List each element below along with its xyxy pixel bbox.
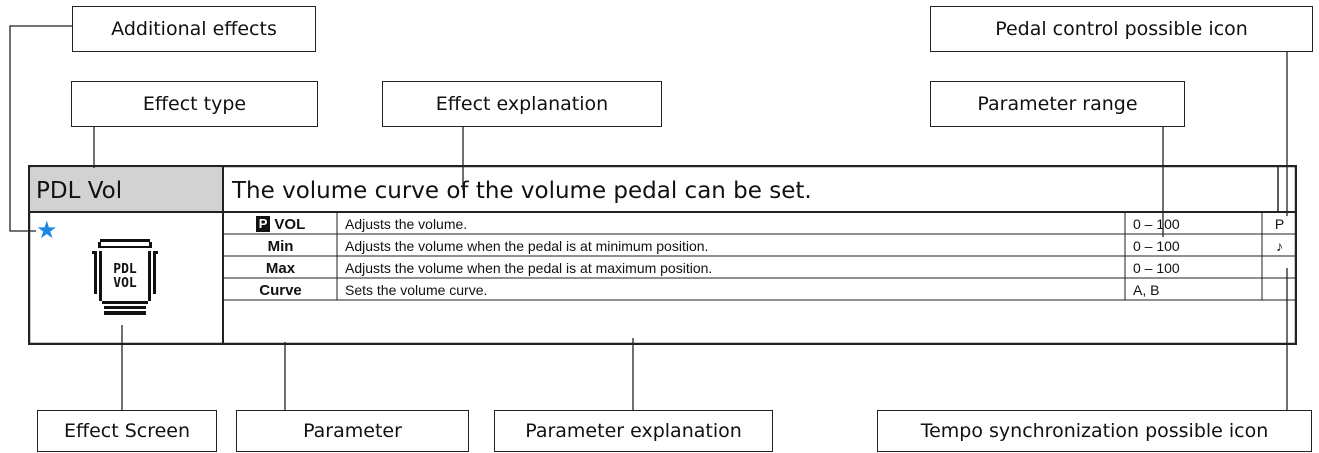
- callout-parameter: Parameter: [236, 410, 469, 452]
- callout-additional-effects: Additional effects: [72, 6, 316, 52]
- param-icon-1: ♪: [1263, 235, 1296, 257]
- param-range-2: 0 – 100: [1126, 257, 1262, 279]
- param-range-3: A, B: [1126, 279, 1262, 301]
- callout-parameter-explanation: Parameter explanation: [494, 410, 773, 452]
- effect-explanation-text: The volume curve of the volume pedal can…: [232, 177, 812, 204]
- param-name-3: Curve: [224, 279, 337, 301]
- param-range-text: 0 – 100: [1133, 216, 1180, 232]
- effect-type-name: PDL Vol: [30, 168, 222, 211]
- param-range-text: 0 – 100: [1133, 260, 1180, 276]
- param-name-1: Min: [224, 235, 337, 257]
- param-icon-text: P: [1274, 216, 1285, 232]
- param-name-text: Min: [267, 237, 294, 255]
- param-desc-0: Adjusts the volume.: [338, 213, 1125, 235]
- param-range-1: 0 – 100: [1126, 235, 1262, 257]
- pedal-badge-icon: P: [255, 216, 271, 232]
- param-desc-text: Adjusts the volume when the pedal is at …: [345, 260, 713, 276]
- connector-additional-effects: [9, 25, 72, 232]
- param-range-text: A, B: [1133, 282, 1160, 298]
- param-icon-0: P: [1263, 213, 1296, 235]
- callout-parameter-range: Parameter range: [930, 81, 1185, 127]
- param-name-text: Max: [265, 259, 296, 277]
- param-name-text: VOL: [274, 215, 306, 233]
- effect-screen-line2: VOL: [113, 276, 137, 291]
- param-icon-2: [1263, 257, 1296, 279]
- param-desc-3: Sets the volume curve.: [338, 279, 1125, 301]
- effect-screen-line1: PDL: [113, 262, 137, 277]
- callout-tempo-sync-icon: Tempo synchronization possible icon: [877, 410, 1312, 452]
- callout-effect-screen: Effect Screen: [37, 410, 217, 452]
- additional-effect-star-icon: ★: [36, 217, 58, 244]
- param-name-2: Max: [224, 257, 337, 279]
- param-range-text: 0 – 100: [1133, 238, 1180, 254]
- callout-effect-type: Effect type: [71, 81, 318, 127]
- callout-pedal-control-icon: Pedal control possible icon: [930, 6, 1313, 52]
- param-range-0: 0 – 100: [1126, 213, 1262, 235]
- param-desc-2: Adjusts the volume when the pedal is at …: [338, 257, 1125, 279]
- param-desc-text: Adjusts the volume.: [345, 216, 468, 232]
- callout-effect-explanation: Effect explanation: [382, 81, 662, 127]
- param-desc-1: Adjusts the volume when the pedal is at …: [338, 235, 1125, 257]
- param-icon-3: [1263, 279, 1296, 301]
- param-desc-text: Sets the volume curve.: [345, 282, 488, 298]
- param-icon-text: ♪: [1276, 238, 1283, 254]
- param-name-text: Curve: [259, 281, 302, 299]
- param-desc-text: Adjusts the volume when the pedal is at …: [345, 238, 709, 254]
- effect-screen-image: PDL VOL: [92, 239, 158, 315]
